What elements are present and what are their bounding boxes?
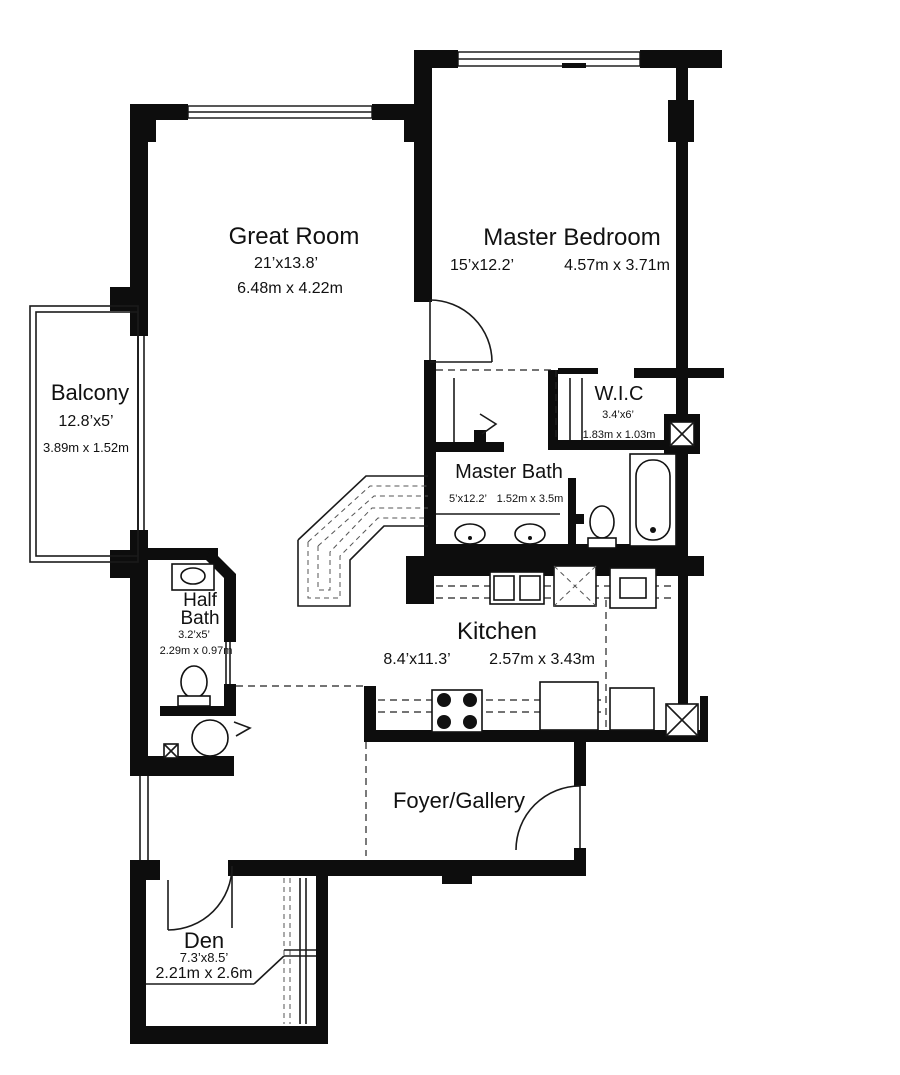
den-name: Den (184, 928, 224, 953)
doors (167, 299, 583, 931)
kitchen-name: Kitchen (457, 618, 537, 645)
kitchen-imperial: 8.4’x11.3’ (383, 651, 450, 668)
curved-counter (297, 475, 428, 607)
den-imperial: 7.3’x8.5’ (180, 950, 229, 965)
half-bath-toilet-icon (180, 665, 208, 699)
master-bath-name: Master Bath (455, 461, 563, 483)
sink-icon (454, 523, 486, 545)
master-bath-imperial: 5’x12.2’ (449, 493, 487, 505)
master-bath-metric: 1.52m x 3.5m (497, 493, 564, 505)
master-bedroom-metric: 4.57m x 3.71m (564, 257, 670, 274)
exterior-walls (110, 50, 724, 1044)
half-bath-name-2: Bath (180, 608, 219, 629)
balcony-name: Balcony (51, 380, 129, 405)
fixtures (146, 413, 699, 1024)
wic-imperial: 3.4’x6’ (602, 409, 634, 421)
washer-icon (191, 719, 229, 757)
master-bedroom-name: Master Bedroom (483, 224, 660, 251)
wic-metric: 1.83m x 1.03m (583, 429, 656, 441)
great-room-imperial: 21’x13.8’ (254, 255, 318, 272)
half-bath-name-1: Half (183, 590, 218, 611)
half-bath-metric: 2.29m x 0.97m (160, 645, 233, 657)
great-room-name: Great Room (229, 223, 360, 250)
kitchen-metric: 2.57m x 3.43m (489, 651, 595, 668)
room-labels: Great Room 21’x13.8’ 6.48m x 4.22m Maste… (43, 223, 670, 982)
balcony-metric: 3.89m x 1.52m (43, 440, 129, 455)
great-room-metric: 6.48m x 4.22m (237, 280, 343, 297)
toilet-icon (589, 505, 615, 539)
wic-name: W.I.C (595, 383, 644, 405)
balcony-outline (29, 305, 139, 563)
foyer-name: Foyer/Gallery (393, 788, 525, 813)
balcony-imperial: 12.8’x5’ (58, 413, 113, 430)
sink-icon (514, 523, 546, 545)
master-bedroom-imperial: 15’x12.2’ (450, 257, 514, 274)
den-metric: 2.21m x 2.6m (156, 965, 253, 982)
half-bath-imperial: 3.2’x5’ (178, 629, 210, 641)
